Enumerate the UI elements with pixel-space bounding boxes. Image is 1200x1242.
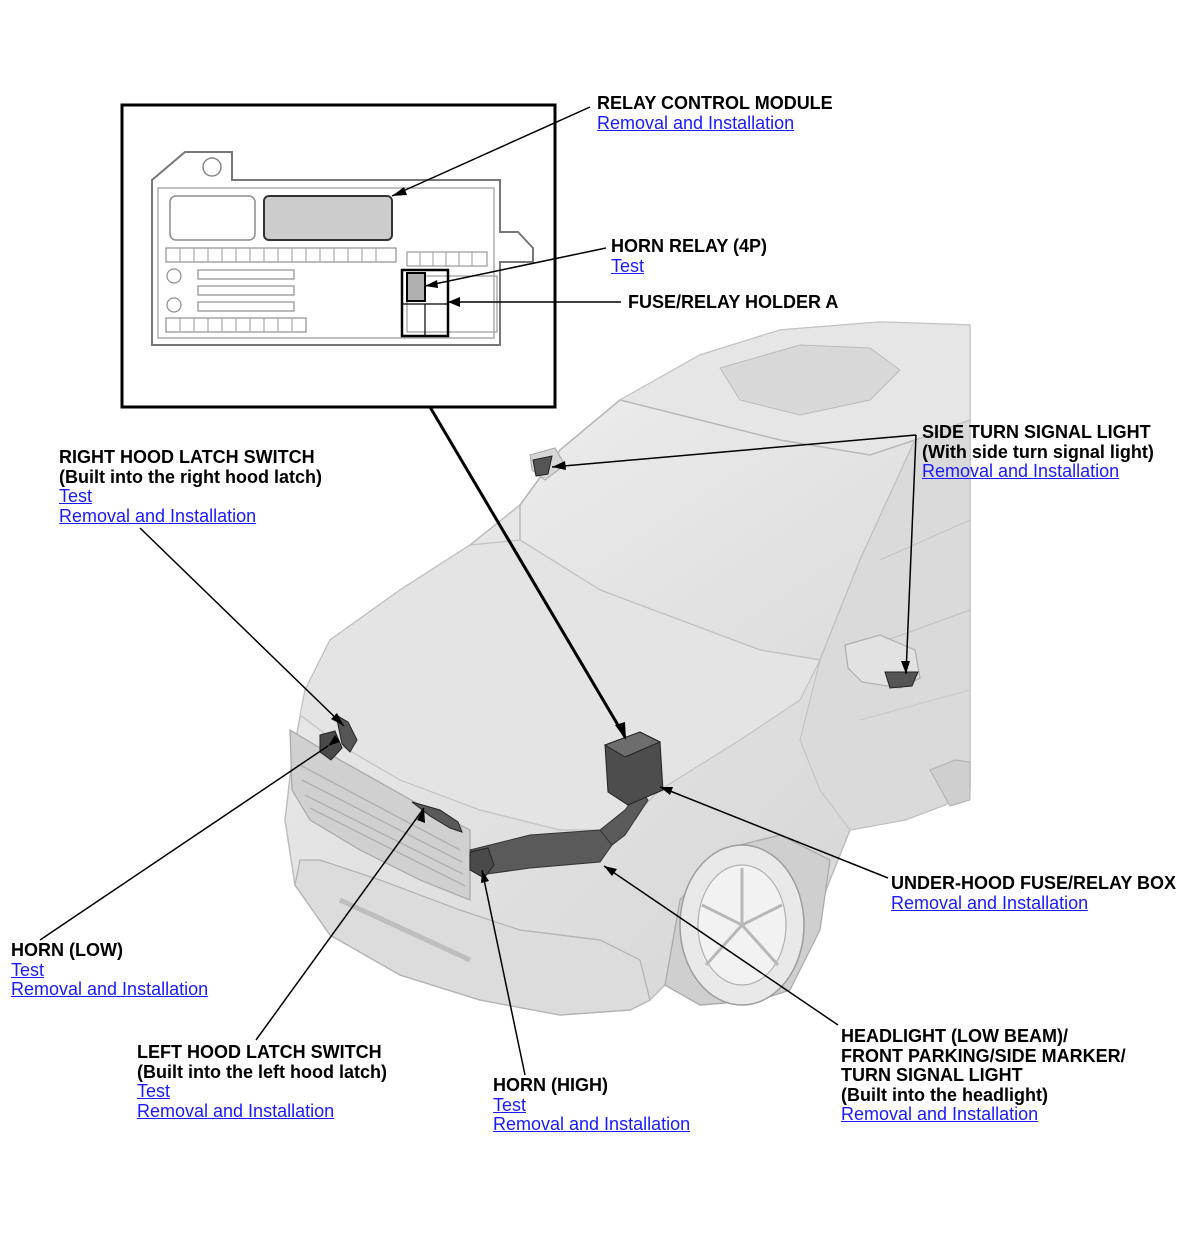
callout-horn-high: HORN (HIGH) Test Removal and Installatio… <box>493 1075 691 1135</box>
inset-detail-box <box>120 103 557 409</box>
horn-relay-shape <box>406 272 426 302</box>
side-turn-signal-subtitle: (With side turn signal light) <box>922 441 1154 462</box>
vehicle-rear-arch <box>929 759 971 807</box>
headlight-title-line2: FRONT PARKING/SIDE MARKER/ <box>841 1045 1126 1066</box>
left-hood-latch-test-link[interactable]: Test <box>137 1081 171 1101</box>
headlight-title-line1: HEADLIGHT (LOW BEAM)/ <box>841 1026 1068 1046</box>
under-hood-fuse-relay-box-shape <box>603 731 664 806</box>
horn-low-removal-link[interactable]: Removal and Installation <box>11 979 209 999</box>
side-turn-signal-right-shape <box>884 671 919 689</box>
headlight-strip <box>469 829 613 876</box>
fuse-relay-holder-a-title: FUSE/RELAY HOLDER A <box>628 292 839 312</box>
horn-relay-title: HORN RELAY (4P) <box>611 236 768 256</box>
vehicle-grille <box>289 728 471 901</box>
relay-control-module-title: RELAY CONTROL MODULE <box>597 93 833 113</box>
horn-low-test-link[interactable]: Test <box>11 959 45 980</box>
leader-lines <box>39 106 917 1076</box>
horn-low-title: HORN (LOW) <box>11 940 123 960</box>
left-hood-latch-removal-link[interactable]: Removal and Installation <box>137 1100 335 1121</box>
callout-side-turn-signal-light: SIDE TURN SIGNAL LIGHT (With side turn s… <box>922 422 1154 482</box>
left-hood-latch-shape <box>411 801 463 833</box>
horn-high-removal-link[interactable]: Removal and Installation <box>493 1114 691 1134</box>
right-hood-latch-title: RIGHT HOOD LATCH SWITCH <box>59 447 315 467</box>
vehicle-sunroof <box>719 344 901 416</box>
callout-left-hood-latch-switch: LEFT HOOD LATCH SWITCH (Built into the l… <box>137 1042 387 1121</box>
vehicle-illustration <box>284 321 971 1016</box>
callout-relay-control-module: RELAY CONTROL MODULE Removal and Install… <box>597 93 833 133</box>
horn-relay-test-link[interactable]: Test <box>611 255 645 276</box>
headlight-removal-link[interactable]: Removal and Installation <box>841 1104 1039 1124</box>
vehicle-front-bumper <box>294 859 651 1016</box>
side-turn-signal-removal-link[interactable]: Removal and Installation <box>922 461 1120 481</box>
right-hood-latch-removal-link[interactable]: Removal and Installation <box>59 505 257 526</box>
callout-headlight: HEADLIGHT (LOW BEAM)/ FRONT PARKING/SIDE… <box>841 1026 1126 1125</box>
vehicle-side-panel <box>799 419 971 831</box>
horn-high-title: HORN (HIGH) <box>493 1075 608 1095</box>
relay-control-module-shape <box>263 195 393 241</box>
component-markers <box>319 455 919 879</box>
side-turn-signal-title: SIDE TURN SIGNAL LIGHT <box>922 422 1151 442</box>
right-hood-latch-subtitle: (Built into the right hood latch) <box>59 466 322 487</box>
headlight-title-line3: TURN SIGNAL LIGHT <box>841 1065 1023 1085</box>
callout-right-hood-latch-switch: RIGHT HOOD LATCH SWITCH (Built into the … <box>59 447 322 526</box>
left-hood-latch-subtitle: (Built into the left hood latch) <box>137 1061 387 1082</box>
leader-arrowheads <box>328 187 910 883</box>
relay-control-module-removal-link[interactable]: Removal and Installation <box>597 112 795 133</box>
headlight-subtitle: (Built into the headlight) <box>841 1084 1048 1105</box>
under-hood-box-removal-link[interactable]: Removal and Installation <box>891 892 1089 913</box>
callout-horn-low: HORN (LOW) Test Removal and Installation <box>11 940 209 1000</box>
callout-horn-relay: HORN RELAY (4P) Test <box>611 236 768 276</box>
callout-fuse-relay-holder-a: FUSE/RELAY HOLDER A <box>628 292 839 313</box>
horn-high-shape <box>469 847 495 879</box>
under-hood-box-title: UNDER-HOOD FUSE/RELAY BOX <box>891 873 1177 893</box>
right-hood-latch-test-link[interactable]: Test <box>59 486 93 506</box>
horn-high-test-link[interactable]: Test <box>493 1094 527 1115</box>
side-turn-signal-left-shape <box>532 455 553 477</box>
left-hood-latch-title: LEFT HOOD LATCH SWITCH <box>137 1042 382 1062</box>
callout-under-hood-fuse-relay-box: UNDER-HOOD FUSE/RELAY BOX Removal and In… <box>891 873 1177 913</box>
